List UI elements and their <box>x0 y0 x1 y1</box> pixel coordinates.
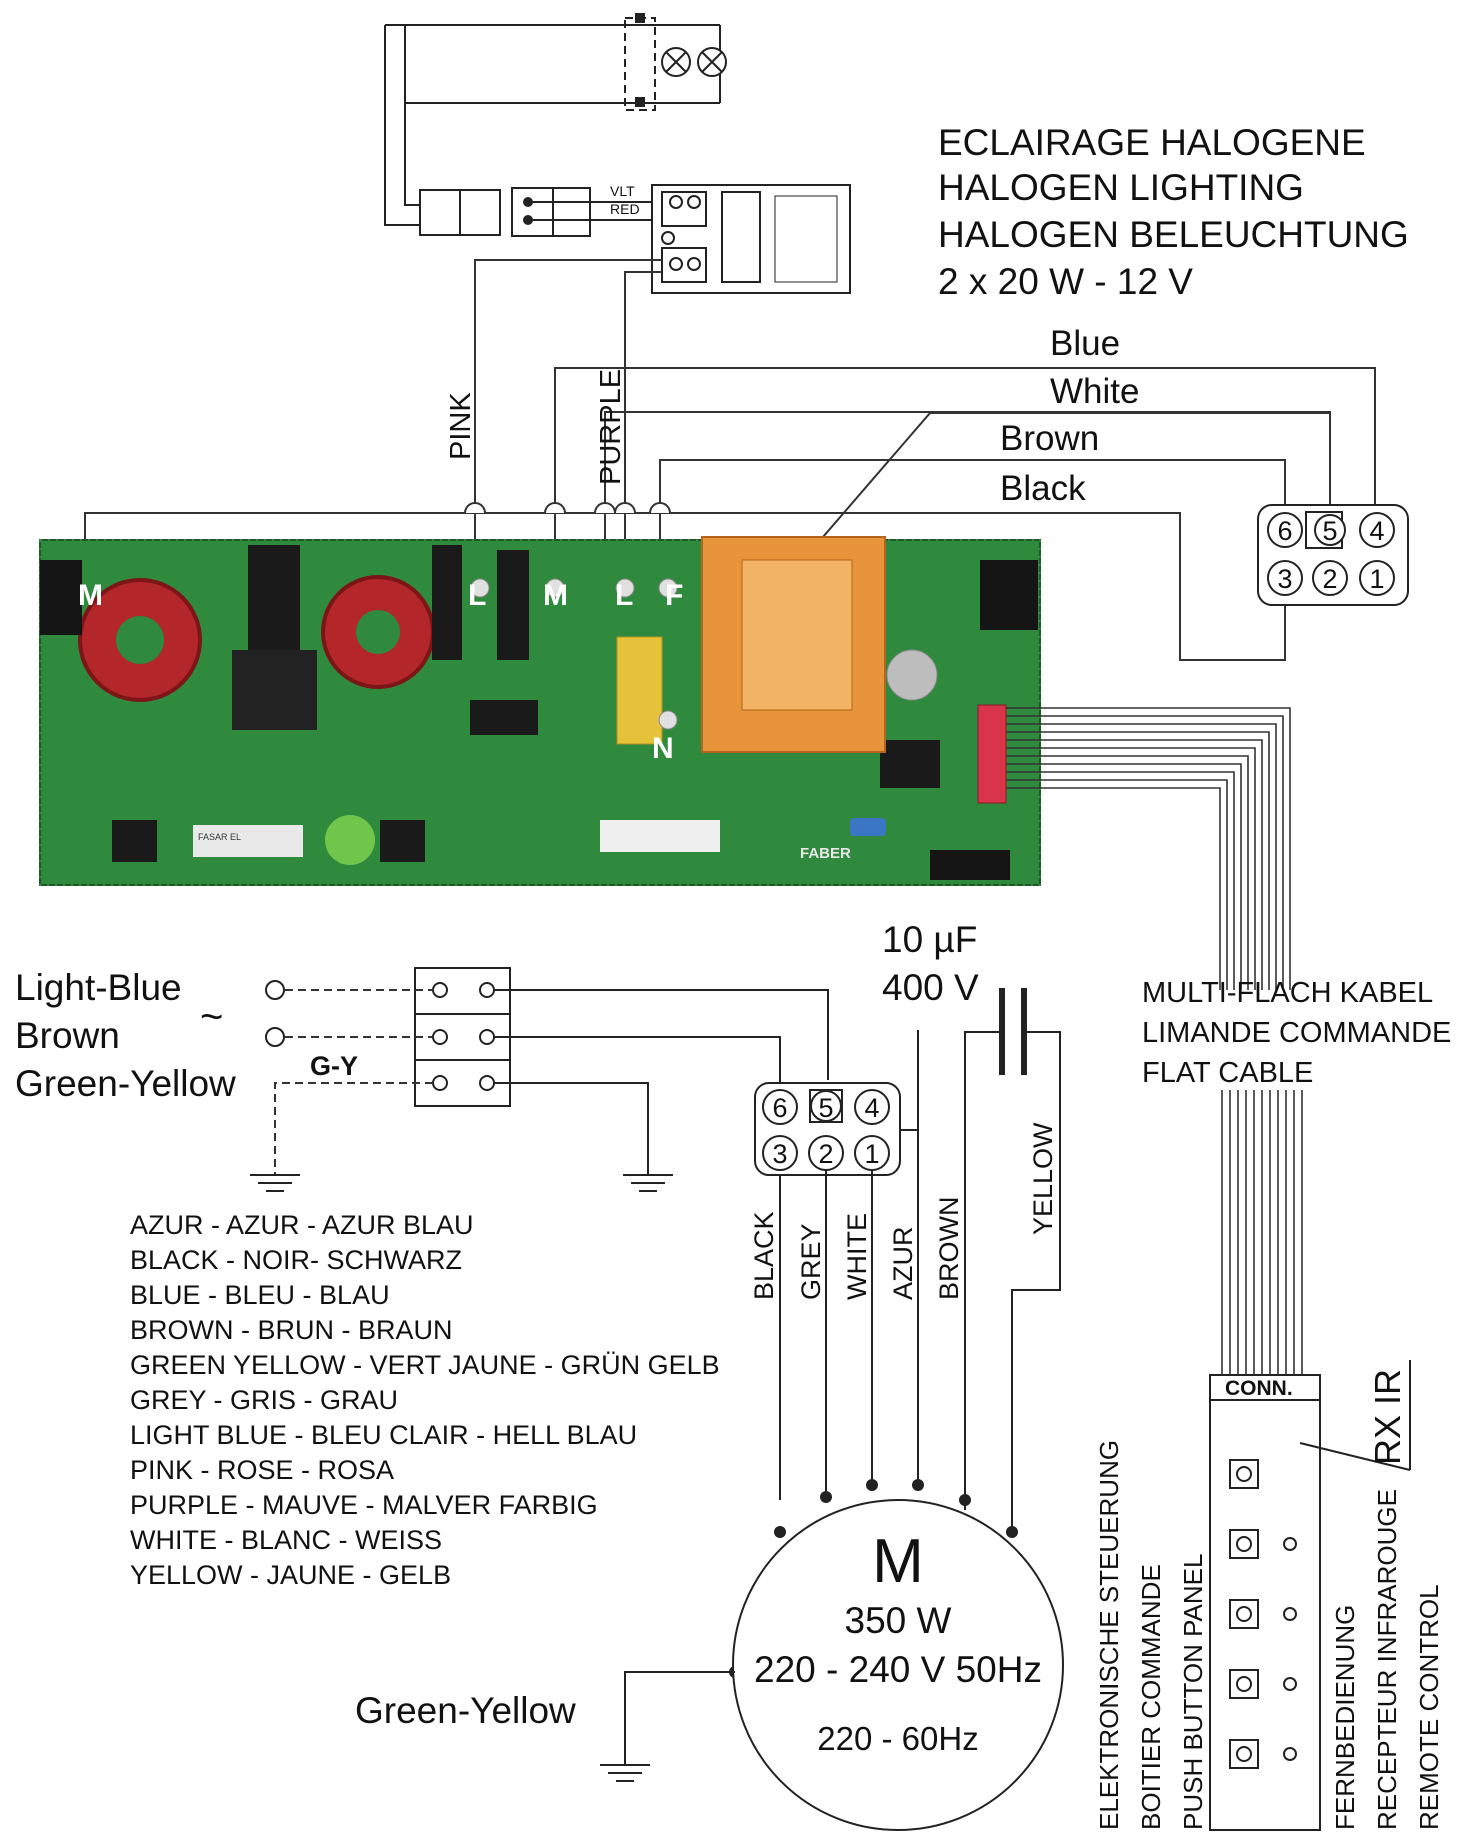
motor-wire-label: BROWN <box>934 1197 964 1301</box>
ground-icon <box>600 1671 735 1782</box>
motor-power: 350 W <box>845 1600 952 1641</box>
legend-item: BLACK - NOIR- SCHWARZ <box>130 1245 463 1275</box>
capacitor-value: 10 µF <box>882 919 977 960</box>
terminal-l: L <box>615 579 633 612</box>
pin-number: 5 <box>1322 516 1337 546</box>
pcb-sticker-text: FASAR EL <box>198 832 241 842</box>
lamp-icon <box>697 47 727 77</box>
halogen-title: ECLAIRAGE HALOGENE <box>938 122 1366 163</box>
pin-number: 2 <box>1322 564 1337 594</box>
legend-item: AZUR - AZUR - AZUR BLAU <box>130 1210 474 1240</box>
terminal-f: F <box>665 579 683 612</box>
halogen-transformer <box>651 184 851 294</box>
panel-side-label: RECEPTEUR INFRAROUGE <box>1372 1489 1402 1830</box>
legend-item: LIGHT BLUE - BLEU CLAIR - HELL BLAU <box>130 1420 638 1450</box>
legend-item: WHITE - BLANC - WEISS <box>130 1525 443 1555</box>
transformer-wire-tag: RED <box>610 201 640 217</box>
motor-connector-bottom <box>754 1082 901 1176</box>
halogen-rating: 2 x 20 W - 12 V <box>938 261 1193 302</box>
wire-label-brown: Brown <box>1000 419 1099 458</box>
control-pcb: FASAR EL FABER <box>39 536 1041 886</box>
wire-label-white: White <box>1050 372 1139 411</box>
run-capacitor <box>964 988 1061 1530</box>
pin-number: 6 <box>772 1093 787 1123</box>
pin-number: 5 <box>818 1093 833 1123</box>
supply-label: Green-Yellow <box>15 1063 236 1104</box>
flat-cable <box>1006 707 1303 1375</box>
wire-label-purple: PURPLE <box>595 369 627 485</box>
motor-wire-label: GREY <box>796 1223 826 1300</box>
top-wires <box>84 259 1376 721</box>
capacitor-voltage: 400 V <box>882 967 979 1008</box>
pcb-brand-text: FABER <box>800 845 851 862</box>
lamp-plug-connector <box>419 187 591 237</box>
motor-wire-label: AZUR <box>888 1227 918 1301</box>
halogen-title: HALOGEN BELEUCHTUNG <box>938 214 1409 255</box>
wire-label-pink: PINK <box>445 392 477 460</box>
color-legend: AZUR - AZUR - AZUR BLAU BLACK - NOIR- SC… <box>130 1208 720 1593</box>
terminal-n: N <box>652 732 674 765</box>
lamp-icon <box>661 47 691 77</box>
pin-number: 3 <box>1277 564 1292 594</box>
motor-wire-label: BLACK <box>749 1211 779 1300</box>
gy-tag: G-Y <box>310 1051 358 1081</box>
legend-item: GREEN YELLOW - VERT JAUNE - GRÜN GELB <box>130 1350 720 1380</box>
pin-number: 1 <box>864 1139 879 1169</box>
motor-wire-label: YELLOW <box>1028 1122 1058 1235</box>
pin-number: 6 <box>1277 516 1292 546</box>
supply-label: Brown <box>15 1015 120 1056</box>
terminal-l: L <box>468 579 486 612</box>
motor-voltage: 220 - 240 V 50Hz <box>754 1649 1042 1690</box>
pin-number: 1 <box>1369 564 1384 594</box>
pin-number: 2 <box>818 1139 833 1169</box>
motor-circle <box>732 1499 1064 1831</box>
panel-side-label: BOITIER COMMANDE <box>1136 1564 1166 1830</box>
panel-side-label: REMOTE CONTROL <box>1414 1584 1444 1830</box>
legend-item: BROWN - BRUN - BRAUN <box>130 1315 453 1345</box>
rx-ir-label: RX IR <box>1367 1369 1408 1465</box>
motor-connector-top <box>1257 504 1409 606</box>
legend-item: YELLOW - JAUNE - GELB <box>130 1560 452 1590</box>
flat-cable-label: MULTI-FLACH KABEL <box>1142 977 1433 1009</box>
conn-label: CONN. <box>1225 1377 1293 1400</box>
legend-item: PINK - ROSE - ROSA <box>130 1455 395 1485</box>
legend-item: GREY - GRIS - GRAU <box>130 1385 399 1415</box>
legend-item: PURPLE - MAUVE - MALVER FARBIG <box>130 1490 598 1520</box>
pin-number: 4 <box>864 1093 879 1123</box>
flat-cable-label: FLAT CABLE <box>1142 1057 1313 1089</box>
halogen-title: HALOGEN LIGHTING <box>938 167 1304 208</box>
push-button-panel <box>1209 1360 1411 1831</box>
motor-ground-label: Green-Yellow <box>355 1690 576 1731</box>
terminal-m: M <box>543 579 568 612</box>
motor-wire-label: WHITE <box>842 1213 872 1300</box>
pin-number: 3 <box>772 1139 787 1169</box>
motor-symbol: M <box>872 1527 924 1596</box>
panel-side-label: FERNBEDIENUNG <box>1330 1605 1360 1830</box>
legend-item: BLUE - BLEU - BLAU <box>130 1280 390 1310</box>
wire-label-blue: Blue <box>1050 324 1120 363</box>
ground-icon <box>250 1082 673 1192</box>
motor-alt-rating: 220 - 60Hz <box>817 1720 978 1757</box>
ac-symbol: ~ <box>200 995 223 1039</box>
pin-number: 4 <box>1369 516 1384 546</box>
supply-label: Light-Blue <box>15 967 182 1008</box>
transformer-wire-tag: VLT <box>610 183 635 199</box>
panel-side-label: ELEKTRONISCHE STEUERUNG <box>1094 1440 1124 1830</box>
wire-label-black: Black <box>1000 469 1086 508</box>
panel-side-label: PUSH BUTTON PANEL <box>1178 1554 1208 1830</box>
terminal-m: M <box>78 579 103 612</box>
flat-cable-label: LIMANDE COMMANDE <box>1142 1017 1451 1049</box>
